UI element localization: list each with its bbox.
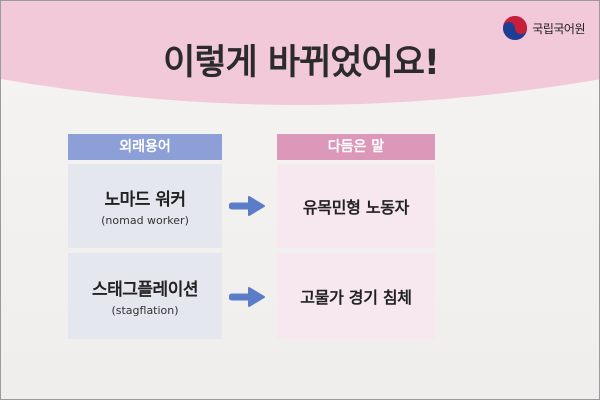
foreign-term-header: 외래용어 bbox=[68, 134, 222, 160]
arrow-right-icon bbox=[229, 196, 265, 216]
refined-term-cell: 유목민형 노동자 bbox=[277, 164, 435, 248]
national-institute-emblem-icon bbox=[503, 16, 528, 40]
pink-header-band bbox=[1, 1, 599, 105]
foreign-term-english: (nomad worker) bbox=[101, 214, 189, 227]
refined-term: 고물가 경기 침체 bbox=[300, 288, 412, 307]
institute-logo: 국립국어원 bbox=[502, 15, 585, 41]
refined-term-cell: 고물가 경기 침체 bbox=[277, 253, 435, 339]
foreign-term-korean: 스태그플레이션 bbox=[92, 280, 198, 300]
foreign-term-korean: 노마드 워커 bbox=[104, 190, 186, 210]
refined-term: 유목민형 노동자 bbox=[302, 198, 410, 217]
foreign-term-english: (stagflation) bbox=[111, 304, 179, 317]
institute-name: 국립국어원 bbox=[532, 21, 585, 36]
foreign-term-cell: 스태그플레이션 (stagflation) bbox=[68, 253, 222, 339]
page-title: 이렇게 바뀌었어요! bbox=[163, 43, 440, 83]
refined-term-header: 다듬은 말 bbox=[277, 134, 435, 160]
arrow-right-icon bbox=[229, 287, 265, 307]
foreign-term-cell: 노마드 워커 (nomad worker) bbox=[68, 164, 222, 248]
